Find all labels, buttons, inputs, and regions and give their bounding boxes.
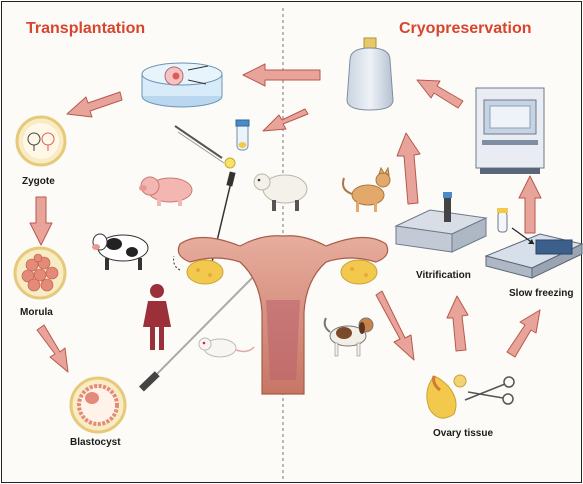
morula-icon [15,248,65,298]
ovary-tissue-label: Ovary tissue [433,428,493,439]
arrow-zygote-to-morula [30,197,52,245]
zygote-label: Zygote [22,176,55,187]
tube-icon [236,120,249,150]
freezer-icon [476,88,544,174]
cow-icon [92,234,148,270]
arrow-slow-to-freezer [519,176,541,233]
uterus-icon [174,236,388,394]
woman-icon [143,284,171,350]
arrow-freezer-to-tank [417,80,463,108]
arrow-dish-to-zygote [67,92,122,117]
pig-icon [139,177,192,206]
zygote-icon [17,117,65,165]
arrow-vitrif-to-tank [397,133,420,204]
slow-freezing-label: Slow freezing [509,288,573,299]
microinjection-needle-icon [175,126,235,168]
cryopreservation-title: Cryopreservation [399,20,532,38]
storage-tank-icon [347,38,393,110]
arrow-tissue-to-vitrif [447,296,468,351]
morula-label: Morula [20,307,53,318]
blastocyst-icon [71,378,125,432]
arrow-tank-to-dish [243,64,320,86]
arrow-to-tube [263,109,308,131]
arrow-ovary-to-tissue [376,291,414,360]
scissors-icon [465,377,514,404]
arrow-morula-to-blastocyst [37,325,68,372]
ovary-tissue-icon [427,375,466,418]
sheep-icon [254,174,307,211]
rat-icon [199,338,254,357]
dog-icon [325,318,373,356]
culture-dish-icon [142,63,222,107]
cat-icon [343,168,390,212]
transplantation-title: Transplantation [26,20,145,38]
arrow-tissue-to-slow [507,310,540,357]
vitrification-label: Vitrification [416,270,471,281]
blastocyst-label: Blastocyst [70,437,121,448]
